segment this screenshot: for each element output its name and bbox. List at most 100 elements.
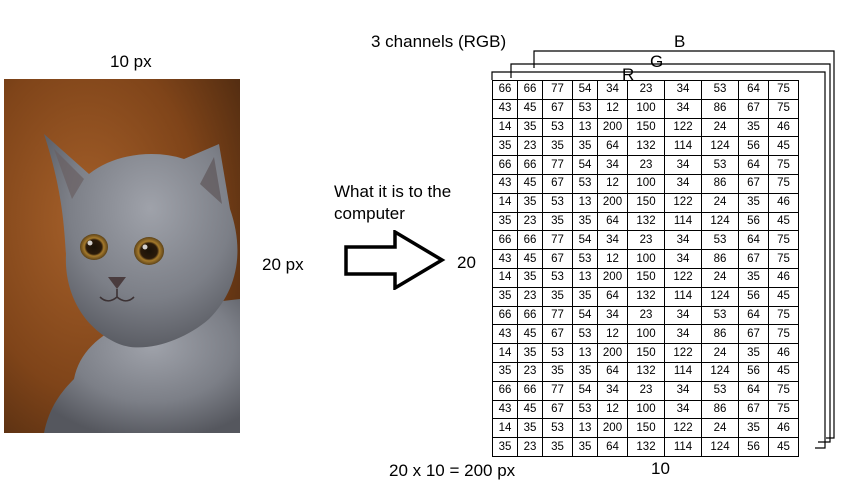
matrix-cell: 122	[664, 418, 702, 439]
matrix-cell: 122	[664, 192, 702, 213]
channel-b-label: B	[674, 32, 686, 51]
matrix-cell: 53	[572, 249, 598, 269]
matrix-cell: 200	[597, 343, 628, 363]
matrix-cell: 35	[572, 136, 598, 157]
matrix-cell: 35	[738, 267, 769, 288]
matrix-cell: 14	[492, 343, 518, 363]
matrix-cell: 35	[542, 211, 573, 232]
matrix-cell: 53	[542, 418, 573, 439]
matrix-cell: 34	[664, 399, 702, 420]
matrix-cell: 53	[542, 267, 573, 288]
row-count-label: 20	[457, 253, 476, 272]
matrix-cell: 53	[572, 399, 598, 420]
matrix-cell: 23	[627, 230, 665, 251]
kitten-right-ear	[200, 157, 222, 204]
matrix-cell: 35	[542, 437, 573, 457]
matrix-cell: 34	[664, 80, 702, 100]
matrix-cell: 53	[542, 343, 573, 363]
matrix-cell: 43	[492, 399, 518, 420]
matrix-cell: 13	[572, 418, 598, 439]
matrix-cell: 53	[572, 98, 598, 119]
matrix-cell: 150	[627, 117, 665, 138]
right-arrow-icon	[344, 230, 446, 290]
matrix-cell: 77	[542, 80, 573, 100]
matrix-cell: 14	[492, 267, 518, 288]
matrix-cell: 132	[627, 211, 665, 232]
matrix-cell: 35	[492, 211, 518, 232]
matrix-cell: 200	[597, 117, 628, 138]
matrix-cell: 45	[517, 399, 543, 420]
matrix-cell: 35	[492, 286, 518, 307]
matrix-cell: 75	[768, 380, 799, 401]
matrix-cell: 34	[664, 305, 702, 326]
kitten-body	[44, 299, 240, 433]
matrix-cell: 114	[664, 211, 702, 232]
matrix-cell: 23	[517, 361, 543, 382]
matrix-cell: 132	[627, 286, 665, 307]
matrix-cell: 67	[542, 399, 573, 420]
matrix-cell: 150	[627, 192, 665, 213]
matrix-cell: 100	[627, 399, 665, 420]
matrix-cell: 114	[664, 286, 702, 307]
matrix-cell: 200	[597, 418, 628, 439]
matrix-cell: 122	[664, 343, 702, 363]
matrix-cell: 124	[701, 211, 739, 232]
matrix-cell: 67	[542, 173, 573, 194]
channel-r-sheet-edge	[491, 71, 826, 449]
matrix-cell: 45	[768, 211, 799, 232]
matrix-cell: 14	[492, 117, 518, 138]
matrix-cell: 35	[572, 361, 598, 382]
kitten-left-eye	[80, 234, 108, 260]
matrix-cell: 13	[572, 343, 598, 363]
matrix-cell: 45	[768, 437, 799, 457]
matrix-cell: 67	[738, 324, 769, 345]
matrix-cell: 67	[738, 98, 769, 119]
matrix-cell: 43	[492, 324, 518, 345]
image-width-label: 10 px	[110, 52, 152, 71]
matrix-cell: 100	[627, 249, 665, 269]
matrix-cell: 75	[768, 80, 799, 100]
matrix-cell: 12	[597, 399, 628, 420]
matrix-cell: 53	[542, 117, 573, 138]
channel-r-label: R	[622, 65, 635, 84]
matrix-cell: 124	[701, 286, 739, 307]
matrix-cell: 66	[492, 380, 518, 401]
matrix-cell: 34	[664, 98, 702, 119]
matrix-cell: 86	[701, 399, 739, 420]
matrix-cell: 45	[517, 173, 543, 194]
matrix-cell: 35	[517, 117, 543, 138]
kitten-left-ear	[54, 149, 84, 199]
matrix-cell: 53	[701, 155, 739, 175]
matrix-cell: 35	[572, 437, 598, 457]
matrix-cell: 35	[738, 192, 769, 213]
matrix-cell: 34	[597, 155, 628, 175]
matrix-cell: 23	[517, 286, 543, 307]
matrix-cell: 35	[492, 361, 518, 382]
matrix-cell: 23	[627, 305, 665, 326]
matrix-cell: 75	[768, 98, 799, 119]
matrix-cell: 13	[572, 267, 598, 288]
image-height-label: 20 px	[262, 255, 304, 274]
matrix-cell: 23	[627, 155, 665, 175]
matrix-cell: 122	[664, 117, 702, 138]
matrix-cell: 43	[492, 249, 518, 269]
matrix-cell: 24	[701, 267, 739, 288]
matrix-cell: 64	[597, 211, 628, 232]
matrix-cell: 23	[627, 380, 665, 401]
matrix-cell: 53	[701, 380, 739, 401]
matrix-cell: 66	[492, 80, 518, 100]
computer-view-caption: What it is to the computer	[334, 182, 452, 223]
matrix-cell: 34	[597, 80, 628, 100]
matrix-cell: 35	[738, 343, 769, 363]
matrix-cell: 53	[701, 80, 739, 100]
matrix-cell: 46	[768, 343, 799, 363]
matrix-cell: 12	[597, 324, 628, 345]
